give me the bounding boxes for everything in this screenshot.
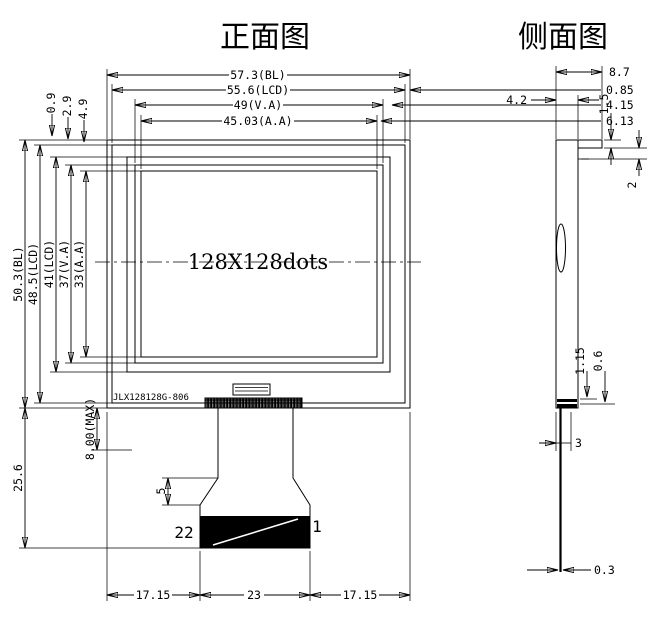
front-view-title: 正面图 [220,20,310,55]
dim-top-gap-1: 0.9 [44,93,58,114]
side-slot [556,223,566,273]
dims-top-gaps: 0.9 2.9 4.9 [44,93,90,142]
lcd-outline [111,144,406,404]
side-plate-outline [555,139,579,409]
dim-top-gap-3: 4.9 [76,99,90,120]
dim-bottom-strips-group: 1.15 0.6 [573,347,615,405]
display-dots-label: 128X128dots [188,250,328,274]
dim-top-gap-2: 2.9 [60,96,74,117]
dim-top-step: 2 [625,182,639,189]
dim-height-window: 41(LCD) [42,240,56,288]
dim-width-lcd: 55.6(LCD) [227,83,289,97]
dims-right-offsets: 0.85 4.15 6.13 [381,83,634,128]
pin-1-label: 1 [312,517,322,536]
dim-height-bl: 50.3(BL) [11,246,25,301]
side-view: 8.7 4.2 1.5 2 [506,65,647,577]
dim-foot-center: 23 [247,588,261,602]
dim-width-aa: 45.03(A.A) [223,114,292,128]
dim-flare-height: 5 [154,488,168,495]
dim-height-va: 37(V.A) [57,240,71,288]
front-view: 128X128dots JLX128128G-806 22 1 [11,68,634,602]
dim-foot-right: 17.15 [343,588,378,602]
viewing-area-outline [134,164,384,364]
pin-22-label: 22 [174,523,193,542]
bezel-window-outline [126,156,391,373]
dims-top: 57.3(BL) 55.6(LCD) 49(V.A) 45.03(A.A) [106,68,411,169]
dims-left: 50.3(BL) 48.5(LCD) 41(LCD) 37(V.A) 33(A.… [11,139,141,409]
side-view-title: 侧面图 [518,20,608,55]
side-pad-strip-a [557,399,577,402]
dim-bottom-offset-group: 3 [539,412,582,451]
dim-foot-left: 17.15 [136,588,171,602]
dim-total-thickness: 8.7 [609,65,630,79]
dims-lower-left: 25.6 8.00(MAX) 5 [11,398,218,549]
dim-top-step-group: 2 [581,130,647,188]
dim-width-bl: 57.3(BL) [230,68,285,82]
module-outline-bl [106,139,411,409]
dim-strip-a: 1.15 [573,347,587,375]
dim-fpc-thickness: 0.3 [594,563,615,577]
driver-ic [232,383,271,396]
dim-strip-b: 0.6 [591,351,605,372]
dim-panel-thickness-group: 4.2 [506,93,599,139]
dim-offset-aa: 6.13 [606,114,634,128]
side-top-lip [577,139,603,149]
model-number-label: JLX128128G-806 [113,393,189,403]
active-area-outline [140,170,378,358]
dim-tail-height: 25.6 [11,464,25,492]
dims-bottom: 17.15 23 17.15 [106,412,411,602]
dim-height-aa: 33(A.A) [72,240,86,288]
dim-offset-va: 4.15 [606,98,634,112]
dim-fpc-thickness-group: 0.3 [527,563,615,577]
dim-bottom-offset: 3 [575,436,582,450]
cog-pad-strip [204,397,303,409]
dim-panel-thickness: 4.2 [506,93,527,107]
dim-height-lcd: 48.5(LCD) [26,243,40,305]
dim-top-lip: 1.5 [597,94,611,115]
connector-diagonal-mark [212,518,299,546]
side-pad-strip-b [557,404,577,408]
dim-offset-lcd: 0.85 [606,83,634,97]
dim-module-thickness: 8.00(MAX) [83,398,97,460]
dim-width-va: 49(V.A) [234,98,282,112]
